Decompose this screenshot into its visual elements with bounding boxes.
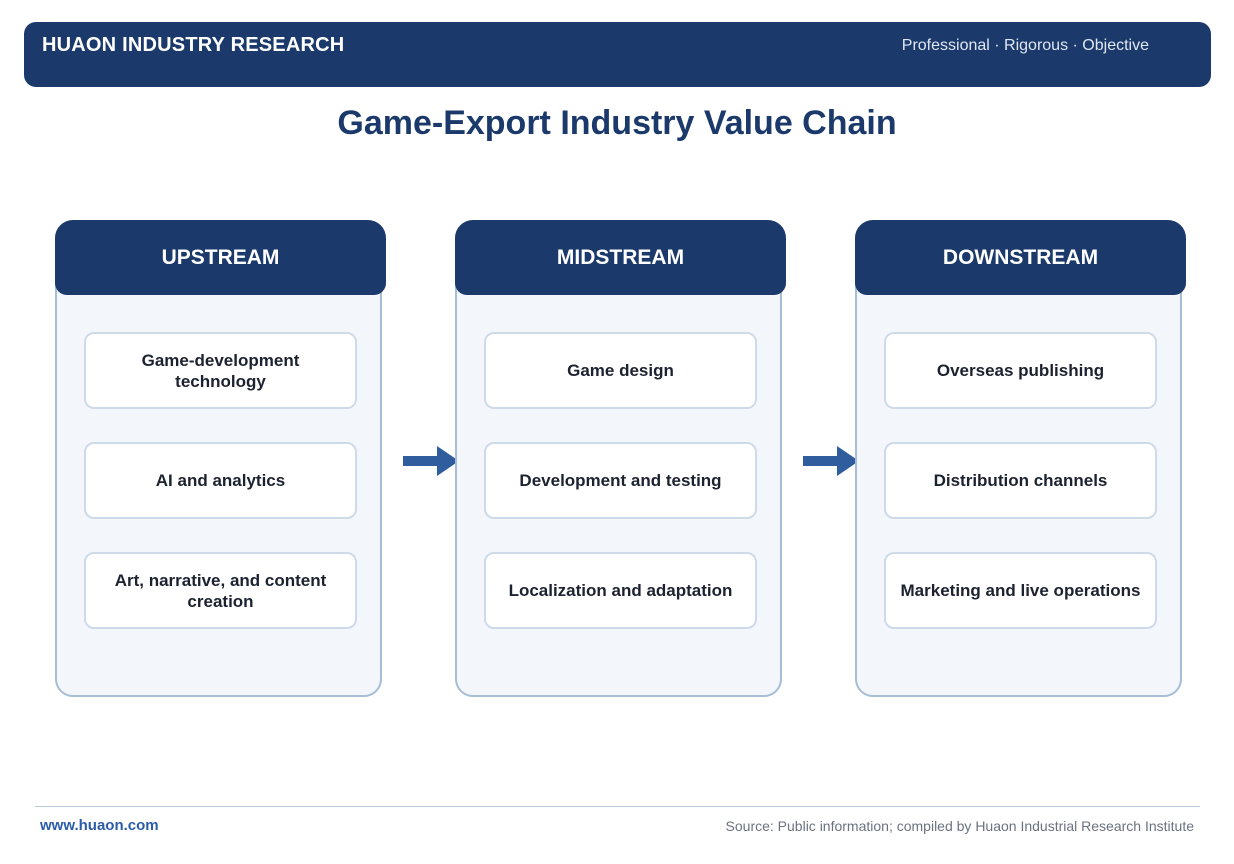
midstream-column: MIDSTREAM Game design Development and te…	[455, 220, 786, 697]
footer-website-link[interactable]: www.huaon.com	[40, 817, 159, 834]
arrow-right-icon	[403, 446, 459, 476]
arrow-right-icon	[803, 446, 859, 476]
header-bar: HUAON INDUSTRY RESEARCH Professional · R…	[24, 22, 1211, 87]
upstream-item-art-narrative-content: Art, narrative, and content creation	[84, 552, 357, 629]
upstream-item-ai-and-analytics: AI and analytics	[84, 442, 357, 519]
downstream-item-overseas-publishing: Overseas publishing	[884, 332, 1157, 409]
upstream-item-game-development-technology: Game-development technology	[84, 332, 357, 409]
downstream-item-marketing-and-live-operations: Marketing and live operations	[884, 552, 1157, 629]
midstream-item-game-design: Game design	[484, 332, 757, 409]
upstream-header: UPSTREAM	[55, 220, 386, 295]
page-title: Game-Export Industry Value Chain	[337, 104, 897, 142]
upstream-column: UPSTREAM Game-development technology AI …	[55, 220, 386, 697]
footer-source-note: Source: Public information; compiled by …	[725, 818, 1194, 834]
midstream-item-development-and-testing: Development and testing	[484, 442, 757, 519]
midstream-header: MIDSTREAM	[455, 220, 786, 295]
midstream-item-localization-and-adaptation: Localization and adaptation	[484, 552, 757, 629]
brand-name: HUAON INDUSTRY RESEARCH	[42, 34, 345, 56]
downstream-header: DOWNSTREAM	[855, 220, 1186, 295]
tagline: Professional · Rigorous · Objective	[901, 37, 1149, 54]
downstream-item-distribution-channels: Distribution channels	[884, 442, 1157, 519]
downstream-column: DOWNSTREAM Overseas publishing Distribut…	[855, 220, 1186, 697]
footer-divider	[35, 806, 1200, 807]
